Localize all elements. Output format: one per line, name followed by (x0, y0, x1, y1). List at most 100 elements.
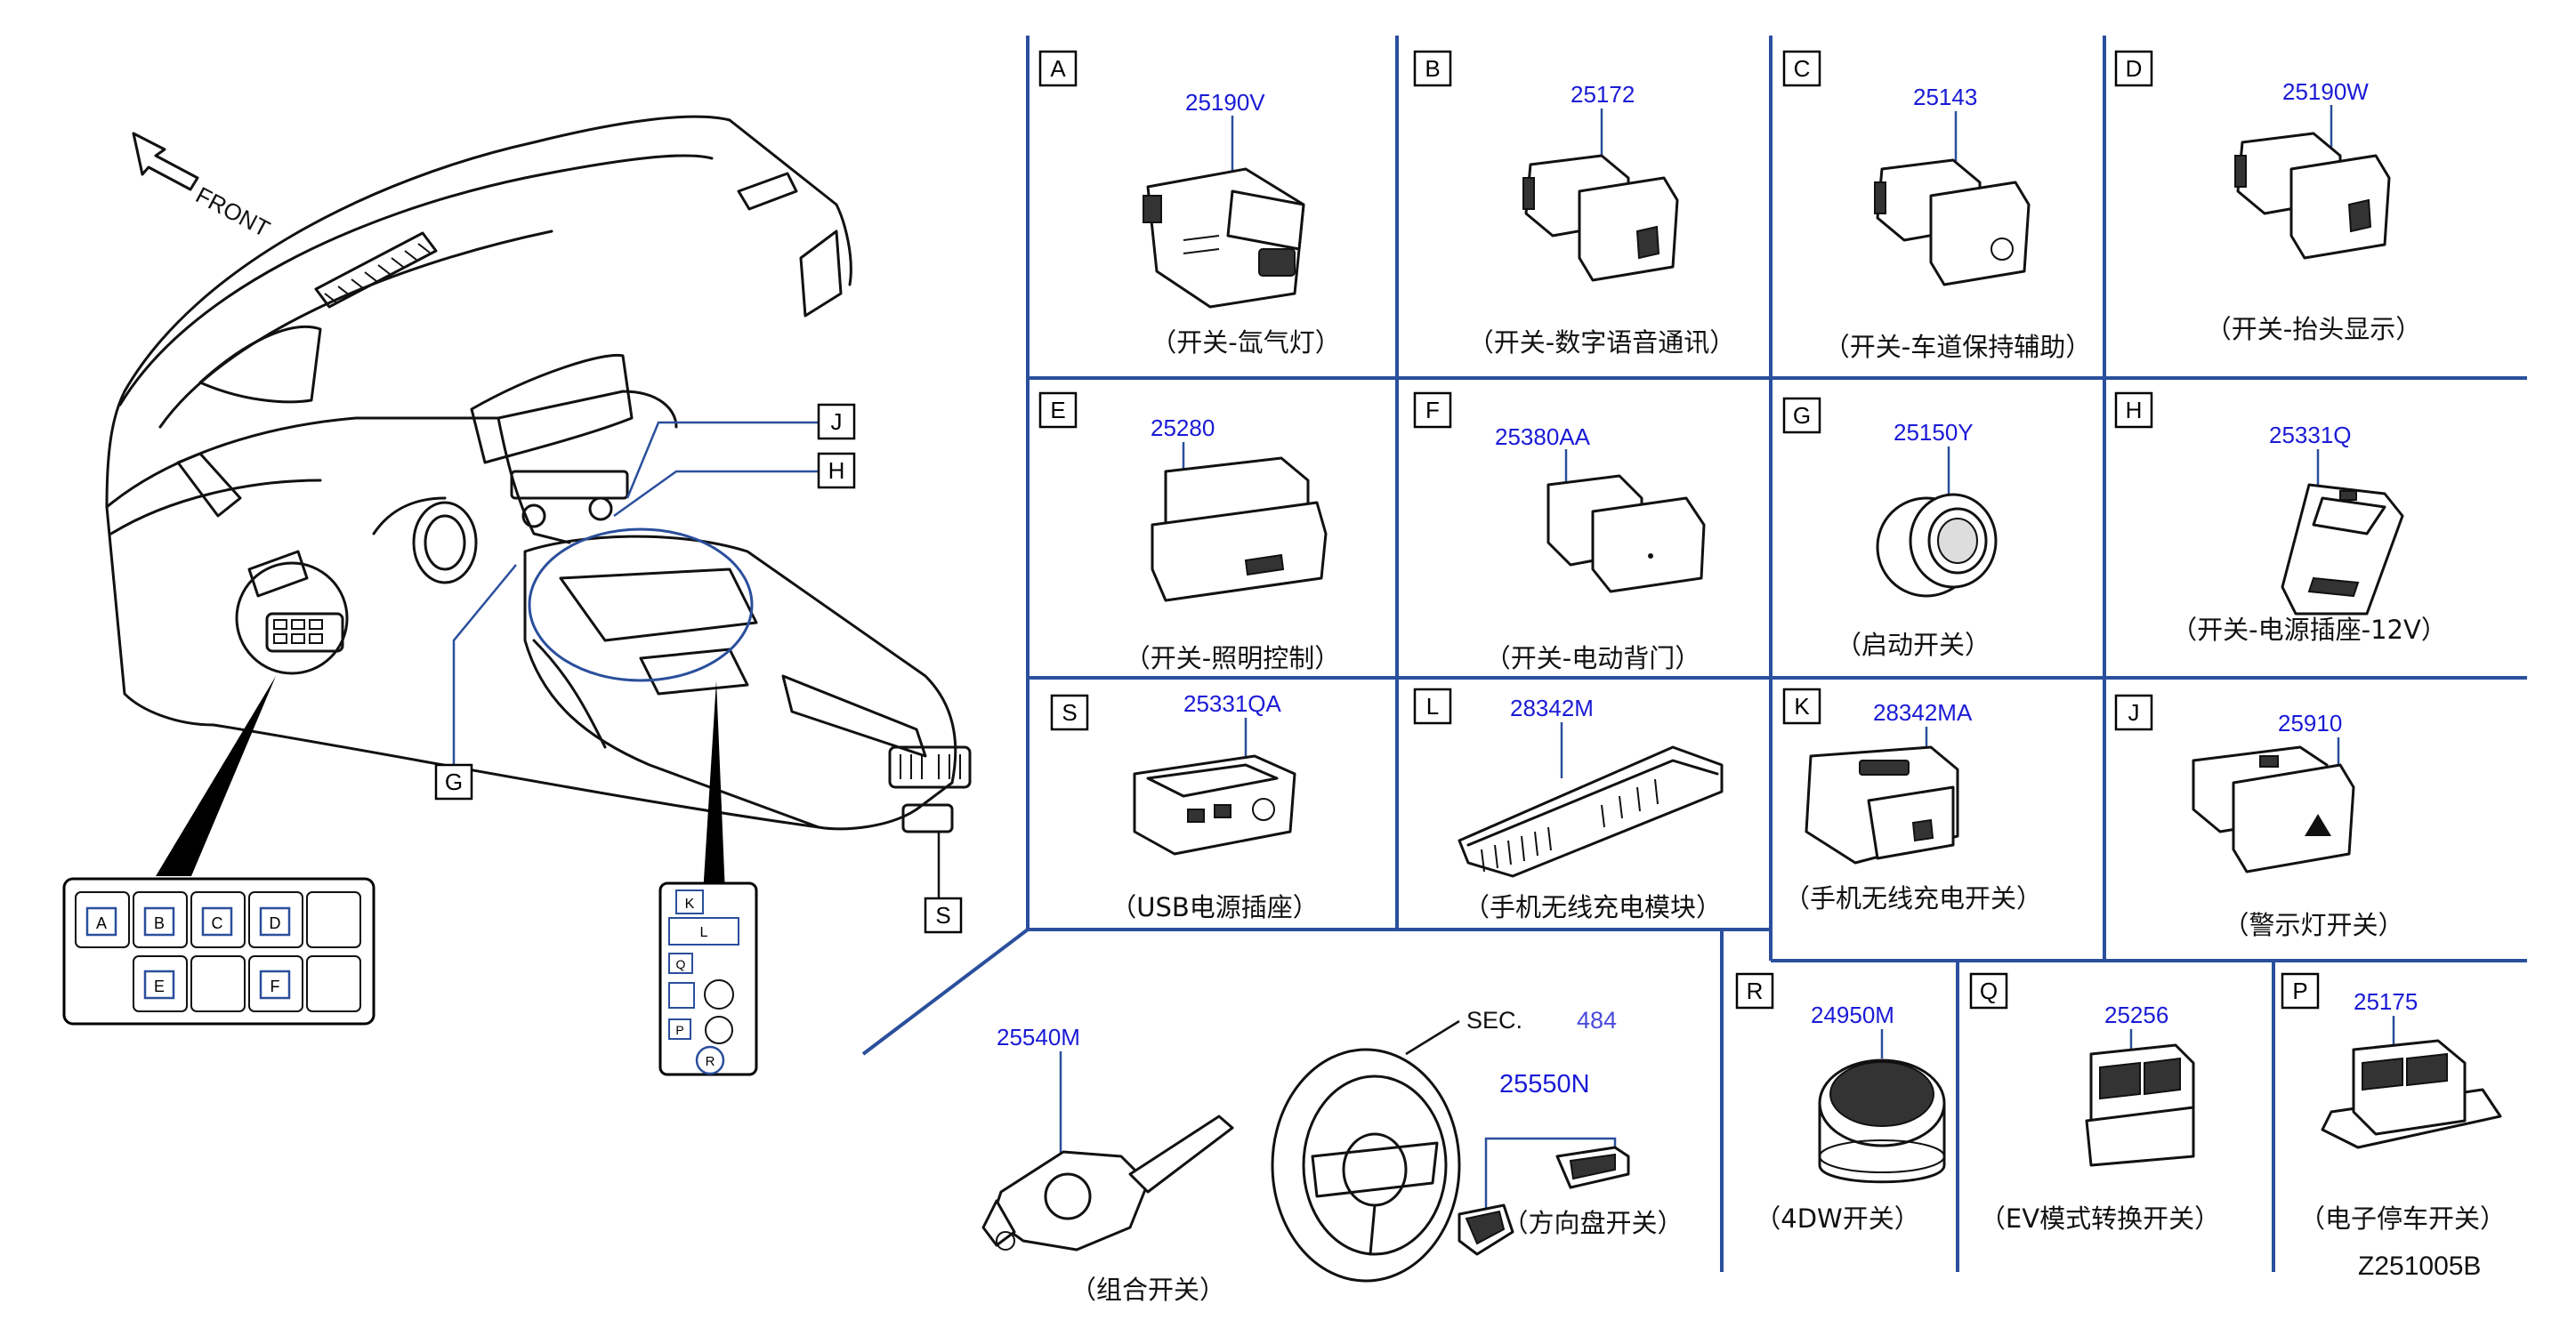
combo-switch-icon (981, 1115, 1234, 1252)
panel-Q: Q 25256 （EV模式转换开关） (1969, 972, 2220, 1234)
part-number: 25256 (2104, 1002, 2168, 1028)
svg-text:S: S (1062, 699, 1077, 726)
callout-H: H (817, 452, 856, 489)
svg-text:D: D (2126, 55, 2143, 82)
caption: （启动开关） (1836, 630, 1991, 660)
svg-text:R: R (1747, 978, 1764, 1004)
part-number: 25380AA (1495, 423, 1591, 450)
caption: （开关-电动背门） (1485, 643, 1700, 673)
svg-text:B: B (154, 914, 165, 932)
caption: （开关-氙气灯） (1151, 327, 1340, 358)
svg-text:D: D (270, 914, 281, 932)
panel-S: S 25331QA （USB电源插座） (1050, 690, 1319, 922)
svg-text:L: L (700, 925, 708, 940)
svg-text:E: E (154, 978, 165, 995)
part-icon (1876, 493, 1998, 598)
caption: （开关-抬头显示） (2206, 314, 2421, 344)
caption: （手机无线充电开关） (1784, 883, 2042, 914)
part-icon (1874, 158, 2031, 286)
svg-text:F: F (271, 978, 280, 995)
caption: （方向盘开关） (1502, 1208, 1683, 1238)
panel-P: P 25175 （电子停车开关） (2281, 972, 2506, 1234)
svg-text:C: C (1794, 55, 1811, 82)
panel-K: K 28342MA （手机无线充电开关） (1782, 688, 2042, 914)
panel-C: C 25143 （开关-车道保持辅助） (1782, 50, 2091, 362)
caption: （警示灯开关） (2223, 910, 2403, 940)
front-label: FRONT (191, 181, 274, 243)
svg-text:A: A (96, 914, 107, 932)
caption: （开关-电源插座-12V） (2171, 615, 2447, 645)
caption: （电子停车开关） (2299, 1203, 2506, 1234)
svg-text:L: L (1426, 693, 1439, 720)
callout-S: S (924, 897, 963, 934)
front-arrow-icon (132, 132, 199, 191)
svg-text:B: B (1425, 55, 1440, 82)
callout-G: G (434, 763, 473, 801)
combo-switch: 25540M （组合开关） (981, 1024, 1234, 1305)
panel-H: H 25331Q （开关-电源插座-12V） (2114, 391, 2447, 645)
part-number: 25172 (1571, 81, 1635, 108)
part-icon (2321, 1039, 2502, 1149)
panel-grid (861, 36, 2527, 1272)
svg-text:E: E (1050, 397, 1065, 423)
caption: （EV模式转换开关） (1980, 1203, 2220, 1234)
panel-J: J 25910 （警示灯开关） (2114, 694, 2404, 940)
panel-L: L 28342M （手机无线充电模块） (1413, 688, 1724, 922)
svg-text:K: K (1794, 693, 1810, 720)
svg-text:R: R (706, 1054, 715, 1069)
part-icon (1143, 167, 1305, 309)
caption: （USB电源插座） (1110, 892, 1319, 922)
sec-label: SEC. (1466, 1007, 1522, 1034)
caption: （开关-数字语音通讯） (1468, 327, 1735, 358)
part-number: 25280 (1151, 415, 1215, 441)
part-number: 25190V (1185, 89, 1265, 116)
part-number: 25190W (2282, 78, 2369, 105)
console-panel-detail: K L Q P R (658, 881, 758, 1076)
sec-number: 484 (1577, 1007, 1617, 1034)
part-icon (1151, 456, 1328, 602)
caption: （开关-照明控制） (1125, 643, 1340, 673)
part-icon (1522, 154, 1679, 282)
part-number: 25910 (2278, 710, 2342, 736)
part-icon (1818, 1058, 1946, 1184)
part-number: 25175 (2354, 988, 2418, 1015)
part-number: 28342MA (1873, 699, 1973, 726)
part-number: 25331QA (1183, 690, 1282, 717)
part-icon (1805, 745, 1959, 865)
svg-text:G: G (1793, 402, 1811, 429)
caption: （4DW开关） (1755, 1203, 1919, 1234)
steering-switch-icon (1458, 1146, 1630, 1256)
dashboard-illustration: FRONT (105, 115, 972, 934)
part-icon (2281, 483, 2404, 616)
part-number: 25150Y (1894, 419, 1974, 446)
part-icon (1458, 745, 1724, 878)
drawing-code: Z251005B (2358, 1252, 2481, 1281)
svg-text:H: H (2126, 397, 2143, 423)
panel-B: B 25172 （开关-数字语音通讯） (1413, 50, 1735, 358)
svg-text:P: P (2292, 978, 2307, 1004)
svg-text:A: A (1050, 55, 1066, 82)
svg-text:P: P (675, 1023, 683, 1037)
part-number: 25540M (997, 1024, 1080, 1050)
caption: （组合开关） (1070, 1275, 1225, 1305)
switch-panel-detail: A B C D E F (62, 877, 375, 1026)
svg-text:J: J (831, 408, 843, 435)
svg-text:K: K (685, 897, 695, 912)
callout-J: J (817, 403, 856, 440)
part-icon (2192, 745, 2355, 873)
svg-text:Q: Q (676, 957, 686, 971)
part-number: 28342M (1510, 695, 1594, 721)
panel-E: E 25280 （开关-照明控制） (1038, 391, 1340, 673)
part-number: 24950M (1811, 1002, 1894, 1028)
part-number: 25143 (1913, 84, 1977, 110)
svg-text:S: S (935, 902, 950, 929)
part-icon (1133, 754, 1296, 856)
svg-text:Q: Q (1980, 978, 1998, 1004)
caption: （手机无线充电模块） (1464, 892, 1722, 922)
part-icon (2234, 132, 2391, 260)
svg-text:J: J (2128, 699, 2140, 726)
caption: （开关-车道保持辅助） (1824, 332, 2091, 362)
steering-switch: 25550N （方向盘开关） (1458, 1070, 1684, 1256)
svg-text:F: F (1425, 397, 1440, 423)
